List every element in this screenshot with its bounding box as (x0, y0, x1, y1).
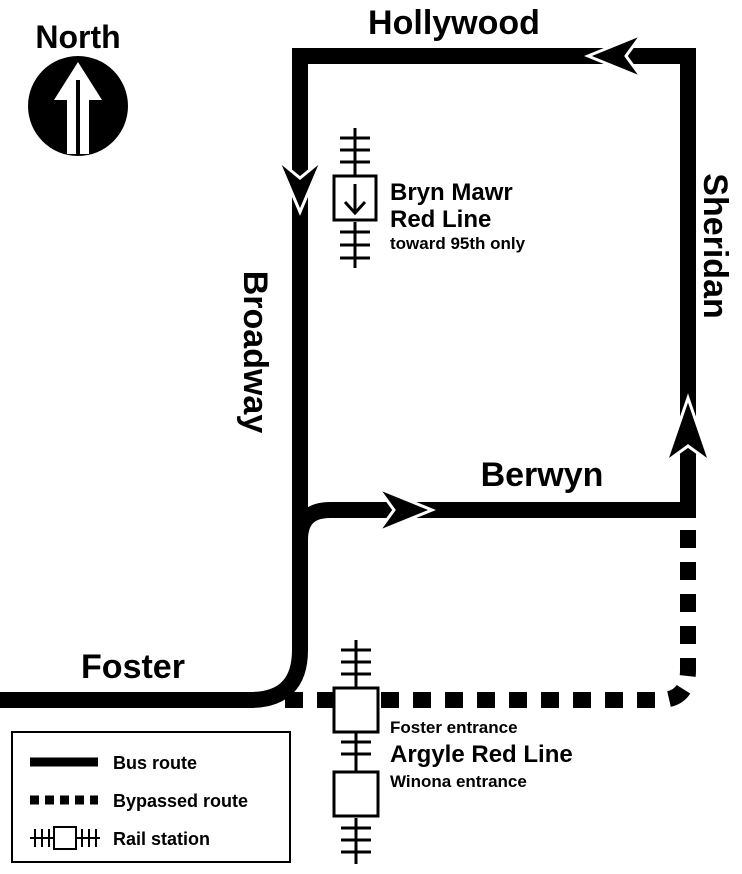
direction-arrow-icon (276, 158, 324, 216)
station-box-icon (332, 770, 380, 818)
north-label: North (35, 19, 120, 55)
street-label-broadway: Broadway (236, 271, 274, 434)
legend-label-bypassed-route: Bypassed route (113, 791, 248, 811)
legend: Bus route Bypassed route Rail station (11, 731, 291, 863)
north-compass: North (28, 19, 128, 156)
argyle-name: Argyle Red Line (390, 741, 573, 768)
street-label-hollywood: Hollywood (368, 4, 540, 42)
bryn-mawr-note: toward 95th only (390, 234, 526, 253)
street-label-berwyn: Berwyn (481, 456, 604, 494)
legend-label-rail-station: Rail station (113, 829, 210, 849)
station-box-icon (332, 686, 380, 734)
rail-track-icon (340, 128, 370, 268)
north-arrow-icon (28, 56, 128, 156)
bryn-mawr-station: Bryn Mawr Red Line toward 95th only (332, 128, 526, 268)
rail-station-icon (30, 826, 100, 850)
argyle-entrance-top: Foster entrance (390, 718, 518, 737)
down-arrow-icon (343, 184, 367, 216)
argyle-entrance-bottom: Winona entrance (390, 772, 527, 791)
street-label-foster: Foster (81, 648, 185, 686)
rail-track-icon (341, 640, 371, 864)
direction-arrow-icon (663, 393, 713, 467)
bryn-mawr-name-line1: Bryn Mawr (390, 179, 513, 206)
legend-label-bus-route: Bus route (113, 753, 197, 773)
bus-route (0, 30, 713, 708)
bryn-mawr-name-line2: Red Line (390, 206, 491, 233)
direction-arrow-icon (584, 30, 647, 82)
direction-arrow-icon (373, 484, 436, 536)
street-label-sheridan: Sheridan (696, 173, 734, 318)
bypassed-route (280, 530, 696, 708)
argyle-station: Foster entrance Argyle Red Line Winona e… (332, 640, 573, 864)
